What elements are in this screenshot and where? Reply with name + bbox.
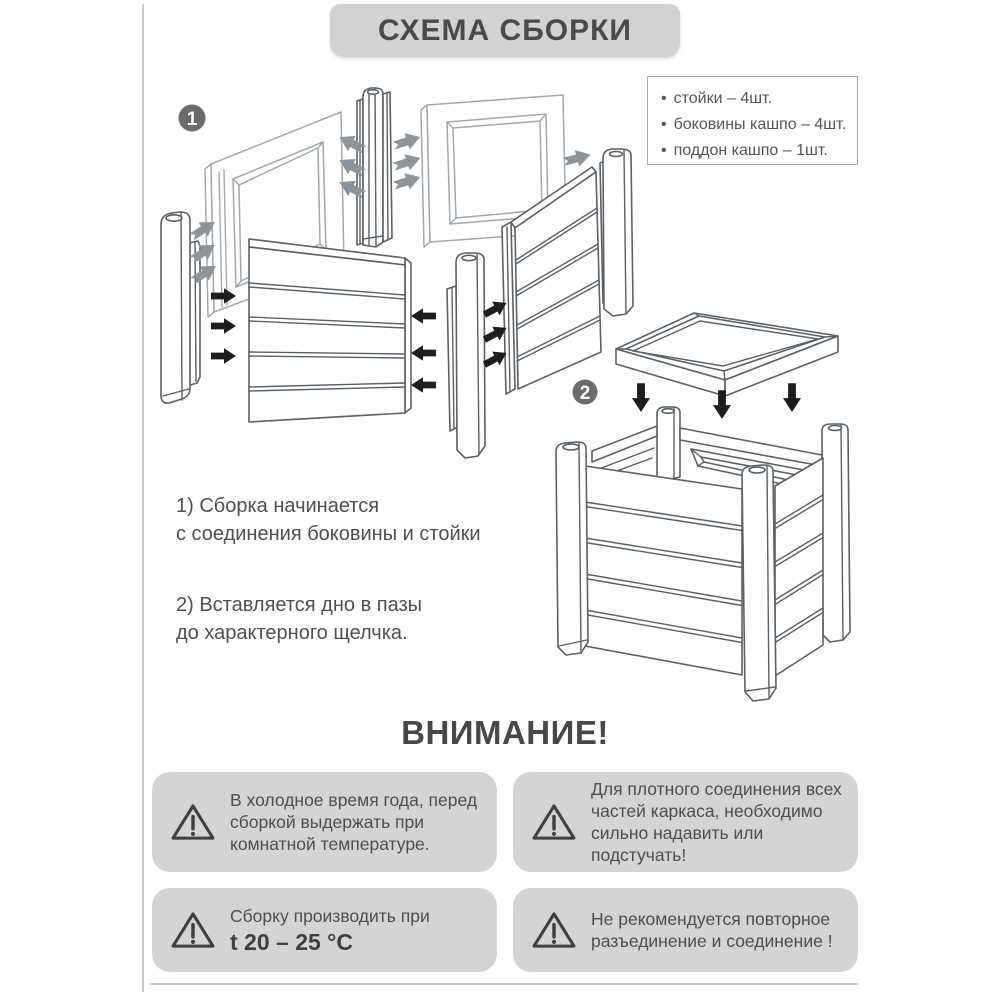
page-left-border	[142, 4, 144, 992]
assembled-planter	[555, 406, 851, 702]
warning-text: В холодное время года, перед сборкой выд…	[230, 790, 478, 854]
frame-panel-back-right	[420, 94, 567, 248]
parts-item-text: поддон кашпо – 1шт.	[673, 142, 828, 159]
step2-assembled-view: 2	[555, 312, 851, 702]
planter-back-right-post	[821, 423, 851, 643]
step-2-number: 2	[580, 383, 591, 404]
warning-grid: В холодное время года, перед сборкой выд…	[152, 772, 858, 972]
planter-front-left-post	[555, 441, 589, 656]
warning-triangle-icon	[532, 912, 576, 948]
warning-temperature: t 20 – 25 °C	[230, 928, 353, 955]
parts-list-item: • боковины кашпо – 4шт.	[661, 112, 857, 138]
corner-post-right	[599, 148, 634, 317]
warning-box: Сборку производить при t 20 – 25 °C	[152, 888, 497, 972]
parts-item-text: боковины кашпо – 4шт.	[673, 116, 847, 133]
groove-post-center	[356, 87, 393, 248]
warning-text: Не рекомендуется повторное разъединение …	[591, 909, 833, 951]
warning-triangle-icon	[171, 804, 215, 840]
bullet: •	[661, 90, 667, 107]
bullet: •	[661, 116, 667, 133]
parts-list-box: • стойки – 4шт. • боковины кашпо – 4шт. • п…	[647, 76, 858, 165]
corner-post-left	[160, 211, 191, 404]
parts-list-item: • стойки – 4шт.	[661, 86, 857, 112]
step-1-badge: 1	[178, 104, 206, 132]
assembly-steps: 1) Сборка начинается с соединения бокови…	[176, 492, 536, 647]
warning-text: Для плотного соединения всех частей карк…	[591, 779, 842, 865]
warning-triangle-icon	[532, 804, 576, 840]
side-panel-front-left	[248, 238, 412, 423]
warning-box: В холодное время года, перед сборкой выд…	[152, 772, 497, 872]
step-1-text: 1) Сборка начинается с соединения бокови…	[176, 495, 481, 545]
warning-box: Не рекомендуется повторное разъединение …	[513, 888, 858, 972]
step1-exploded-view: 1	[160, 87, 634, 459]
tray-panel	[615, 312, 839, 397]
planter-back-post	[656, 406, 681, 483]
step-1-number: 1	[187, 109, 198, 130]
warning-box: Для плотного соединения всех частей карк…	[513, 772, 858, 872]
parts-item-text: стойки – 4шт.	[673, 90, 773, 107]
planter-front-right-post	[741, 464, 777, 702]
planter-left-slats	[584, 465, 743, 676]
step-2-text: 2) Вставляется дно в пазы до характерног…	[176, 594, 423, 644]
corner-post-center	[446, 252, 486, 459]
page-bottom-border	[150, 983, 858, 985]
step-2-badge: 2	[572, 379, 598, 405]
planter-right-slats	[774, 457, 824, 677]
parts-list-item: • поддон кашпо – 1шт.	[661, 138, 857, 164]
parts-list: • стойки – 4шт. • боковины кашпо – 4шт. • п…	[648, 86, 857, 164]
warning-text: Сборку производить при	[230, 905, 430, 926]
side-panel-front-right	[501, 166, 602, 395]
warning-triangle-icon	[171, 912, 215, 948]
assembly-diagram: 1	[160, 87, 851, 702]
page-title: СХЕМА СБОРКИ	[330, 4, 680, 57]
attention-heading: ВНИМАНИЕ!	[401, 714, 609, 751]
bullet: •	[661, 142, 667, 159]
